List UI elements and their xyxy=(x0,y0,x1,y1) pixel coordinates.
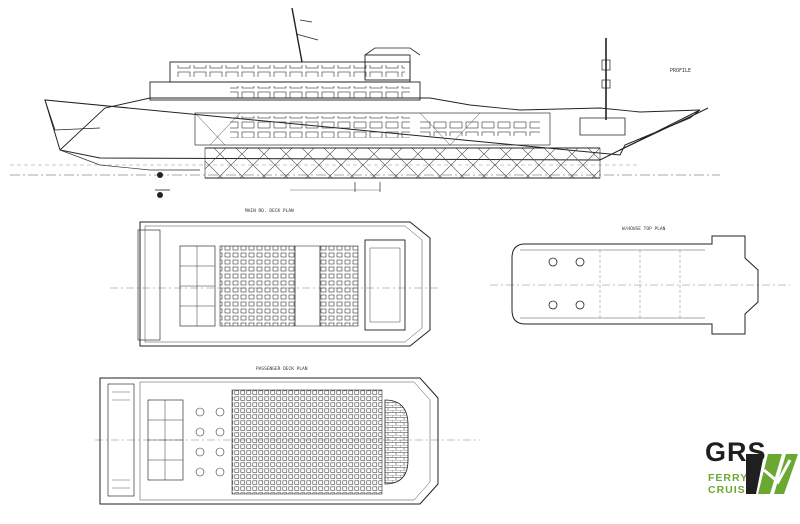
profile-title: PROFILE xyxy=(670,68,691,74)
logo-line-ferry: FERRY+ xyxy=(708,472,756,484)
grs-logo-icon xyxy=(746,454,798,494)
wheelhouse-top-title: W/HOUSE TOP PLAN xyxy=(622,226,666,232)
passenger-deck-plan: PASSENGER DECK PLAN xyxy=(95,366,480,505)
profile-view: PROFILE xyxy=(10,7,720,198)
main-deck-plan: MAIN RD. DECK PLAN xyxy=(110,208,440,347)
passenger-deck-title: PASSENGER DECK PLAN xyxy=(256,366,308,372)
logo-line-cruise: CRUISE xyxy=(708,484,754,496)
main-deck-title: MAIN RD. DECK PLAN xyxy=(245,208,294,214)
wheelhouse-top-plan: W/HOUSE TOP PLAN xyxy=(490,226,790,335)
